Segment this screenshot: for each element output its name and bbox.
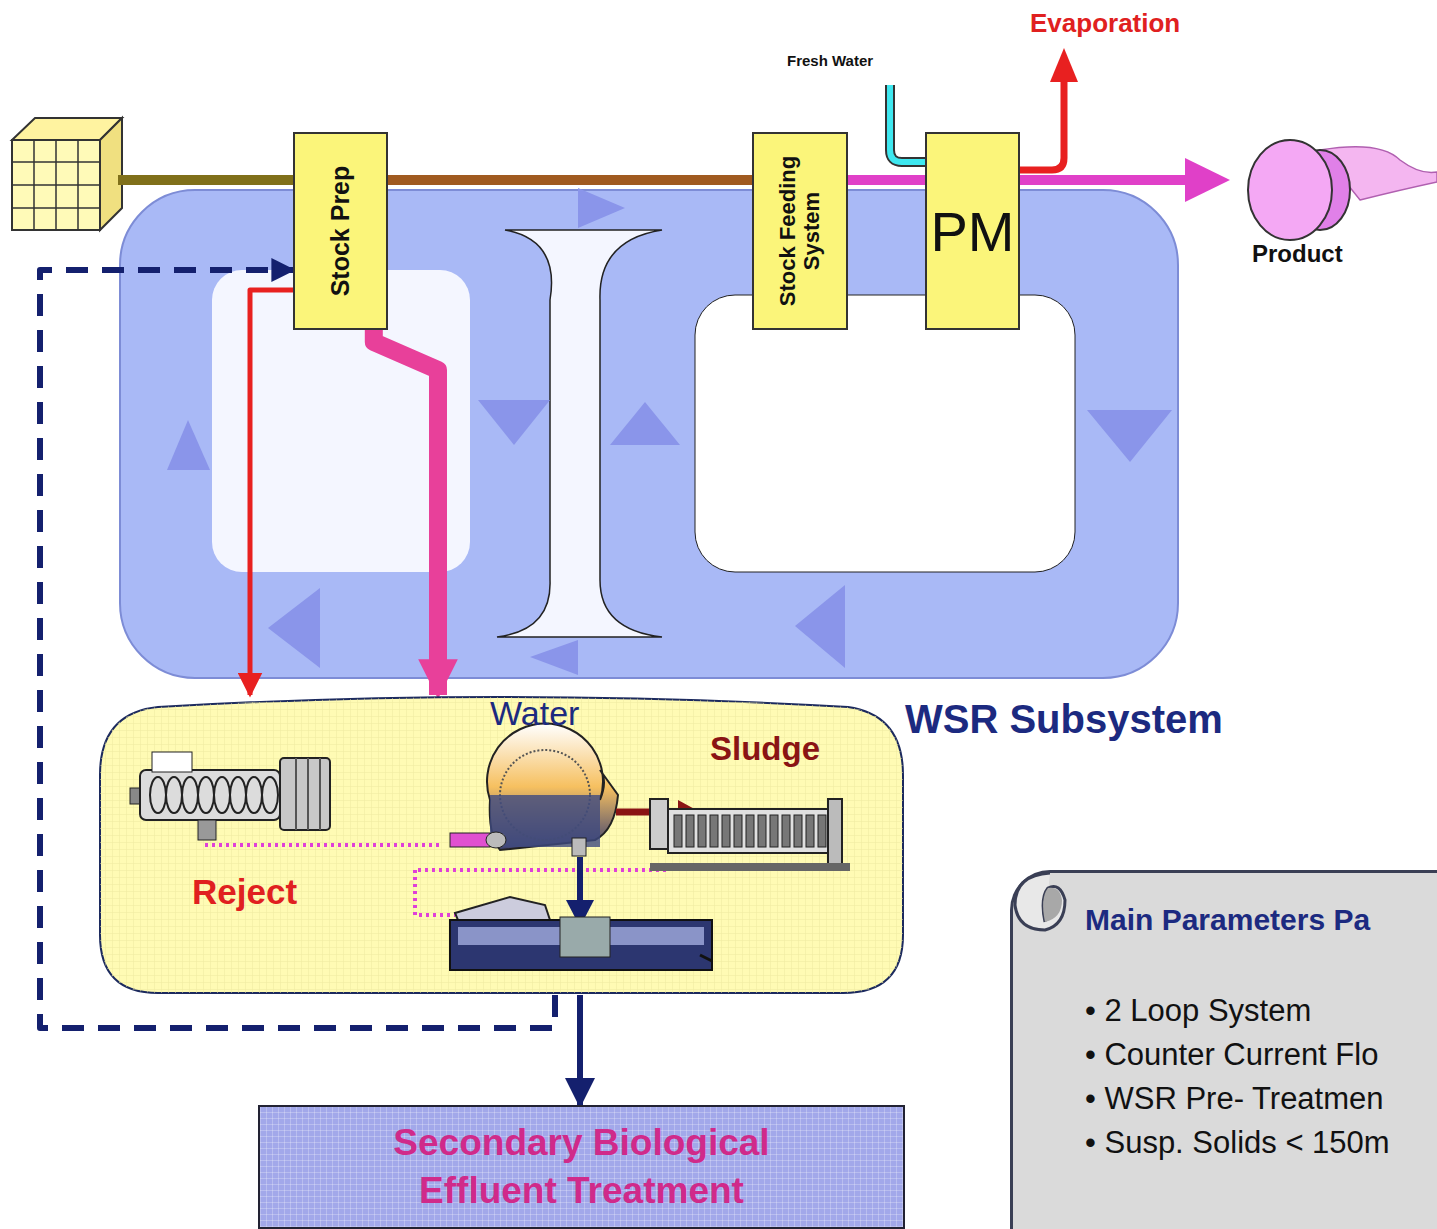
box-label: Stock Prep <box>327 140 355 322</box>
drum-thickener <box>450 724 618 856</box>
box-label: Secondary Biological Effluent Treatment <box>347 1119 817 1215</box>
screw-flight <box>150 777 166 813</box>
press-plate <box>770 815 778 847</box>
press-body <box>668 809 828 853</box>
press-plate <box>746 815 754 847</box>
press-plate <box>734 815 742 847</box>
screw-flight <box>246 777 262 813</box>
filtrate-line <box>415 870 455 915</box>
fresh-water-pipe <box>890 85 930 162</box>
paper-roll <box>1248 140 1437 240</box>
press-frame <box>828 799 842 865</box>
flow-connector <box>848 175 925 185</box>
press-plate <box>674 815 682 847</box>
region-title: WSR Subsystem <box>905 697 1223 742</box>
panel-bullet: • Counter Current Flo <box>1085 1037 1378 1073</box>
screw-flight <box>182 777 198 813</box>
flow-label: Evaporation <box>1030 8 1180 39</box>
drum-outlet <box>572 838 586 856</box>
gear-rib <box>319 758 321 830</box>
machine-box: PM <box>925 132 1020 330</box>
panel-title: Main Parameters Pa <box>1085 903 1370 937</box>
flow-connector <box>250 290 293 695</box>
press-plate <box>758 815 766 847</box>
press-plate <box>794 815 802 847</box>
panel-bullet: • Susp. Solids < 150m <box>1085 1125 1390 1161</box>
reject-water-line <box>205 843 440 847</box>
press-plate <box>806 815 814 847</box>
inlet-nozzle <box>486 832 506 848</box>
flow-connector <box>388 175 752 185</box>
press-plate <box>782 815 790 847</box>
flow-connector <box>374 330 438 695</box>
scroll-curl-shade <box>1043 888 1062 922</box>
screw-flight <box>230 777 246 813</box>
screw-flight <box>214 777 230 813</box>
inlet <box>152 752 192 772</box>
water-arrow <box>577 857 583 905</box>
press-plate <box>722 815 730 847</box>
screw-flight <box>262 777 278 813</box>
screw-flight <box>198 777 214 813</box>
stock-line <box>118 175 300 185</box>
gear-rib <box>307 758 309 830</box>
product-label: Product <box>1252 240 1343 268</box>
drum-housing <box>487 724 618 850</box>
flotation-center <box>560 917 610 957</box>
product-arrowhead <box>1185 158 1230 202</box>
panel-bullet: • WSR Pre- Treatmen <box>1085 1081 1384 1117</box>
pulp-bale <box>12 118 122 230</box>
press-plate <box>710 815 718 847</box>
panel-bullet: • 2 Loop System <box>1085 993 1311 1029</box>
outlet <box>198 820 216 840</box>
product-line <box>1015 175 1190 185</box>
flow-label: Fresh Water <box>787 52 873 69</box>
screw-flight <box>166 777 182 813</box>
subsystem-shape <box>100 697 903 993</box>
gear-rib <box>295 758 297 830</box>
press-housing <box>140 770 280 820</box>
fresh-water-pipe <box>890 85 930 162</box>
process-box: Stock Prep <box>293 132 388 330</box>
scroll-curl <box>1010 870 1090 940</box>
stream-label: Sludge <box>710 730 820 768</box>
box-label: PM <box>931 199 1015 264</box>
evaporation-arrowhead <box>1050 48 1078 82</box>
press-plate <box>698 815 706 847</box>
treatment-box: Secondary Biological Effluent Treatment <box>258 1105 905 1229</box>
loop-core <box>695 295 1075 572</box>
flotation-unit <box>450 897 712 970</box>
flotation-leg <box>700 955 712 961</box>
stream-label: Reject <box>192 872 297 912</box>
filtrate-line <box>418 868 670 872</box>
box-label: Stock Feeding System <box>776 140 824 322</box>
parameter-panel: Main Parameters Pa • 2 Loop System • Count… <box>1010 870 1437 1229</box>
press-base <box>650 863 850 871</box>
press-frame <box>650 799 668 849</box>
press-plate <box>686 815 694 847</box>
drum-inlet <box>450 833 490 847</box>
screw-press <box>130 752 330 840</box>
belt-press <box>650 799 850 871</box>
gear-box <box>280 758 330 830</box>
stream-label: Water <box>490 694 579 733</box>
subsystem-texture <box>100 697 903 993</box>
press-plate <box>818 815 826 847</box>
evaporation-arrow <box>1015 80 1064 170</box>
scroll-curl-line <box>1015 873 1065 930</box>
process-box: Stock Feeding System <box>752 132 848 330</box>
flow-connector <box>577 995 583 1105</box>
